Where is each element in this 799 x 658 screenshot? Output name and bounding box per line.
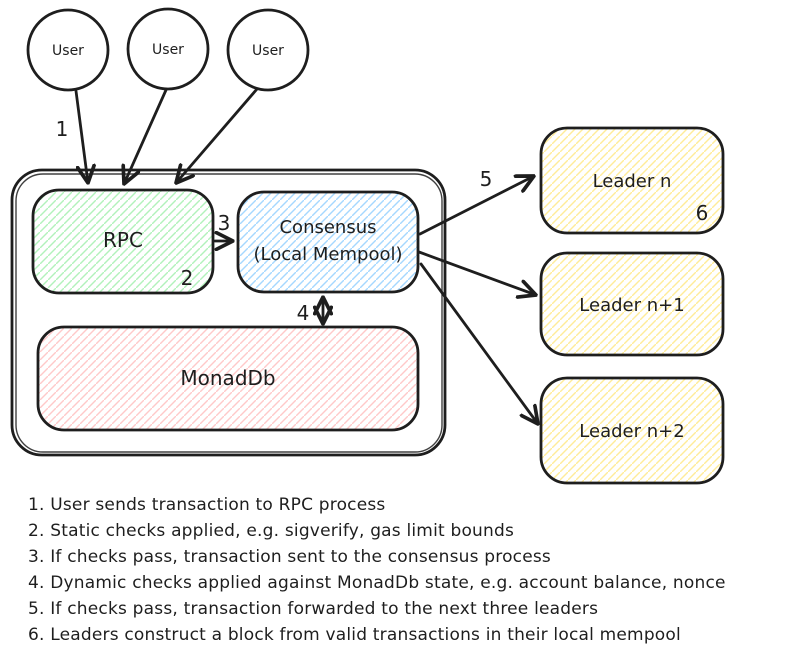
consensus-label-line1: Consensus	[279, 217, 376, 238]
user-label-1: User	[52, 43, 84, 59]
rpc-box	[31, 188, 215, 295]
flow-diagram: User User User 1 RPC 2 3 Consensus (Loca…	[10, 7, 725, 485]
leader-n1-box	[539, 251, 725, 357]
monaddb-label: MonadDb	[180, 366, 275, 390]
monaddb-box	[36, 325, 420, 432]
arrow-consensus-to-leader-n	[418, 176, 534, 236]
rpc-label: RPC	[103, 228, 143, 252]
leader-n-label: Leader n	[593, 171, 672, 192]
step-marker-5: 5	[480, 167, 493, 191]
step-item-1: 1. User sends transaction to RPC process	[28, 495, 386, 515]
user-label-3: User	[252, 43, 284, 59]
user-circle-3	[226, 8, 310, 92]
step-marker-3: 3	[218, 211, 231, 235]
step-item-2: 2. Static checks applied, e.g. sigverify…	[28, 521, 515, 541]
user-circle-2	[126, 7, 210, 91]
leader-n2-box	[539, 376, 725, 485]
user-label-2: User	[152, 42, 184, 58]
arrow-user2-to-rpc	[124, 88, 168, 184]
step-marker-1: 1	[56, 117, 69, 141]
step-item-3: 3. If checks pass, transaction sent to t…	[28, 547, 551, 567]
leader-n1-label: Leader n+1	[579, 295, 684, 316]
consensus-label-line2: (Local Mempool)	[253, 244, 402, 265]
arrow-user3-to-rpc	[176, 87, 259, 183]
step-item-6: 6. Leaders construct a block from valid …	[28, 625, 681, 645]
step-item-5: 5. If checks pass, transaction forwarded…	[28, 599, 599, 619]
arrow-user1-to-rpc	[74, 89, 88, 183]
leader-n-box	[539, 126, 725, 235]
steps-list: 1. User sends transaction to RPC process…	[28, 492, 788, 648]
leader-n2-label: Leader n+2	[579, 421, 684, 442]
step-item-4: 4. Dynamic checks applied against MonadD…	[28, 573, 726, 593]
process-container	[10, 168, 447, 457]
consensus-box	[236, 190, 420, 294]
step-marker-2: 2	[181, 266, 194, 290]
arrow-consensus-to-leader-n1	[417, 250, 536, 295]
step-marker-4: 4	[297, 301, 310, 325]
process-container-inner-stroke	[15, 173, 443, 453]
step-marker-6: 6	[696, 201, 709, 225]
arrow-consensus-to-leader-n2	[419, 262, 538, 424]
user-circle-1	[26, 8, 110, 92]
